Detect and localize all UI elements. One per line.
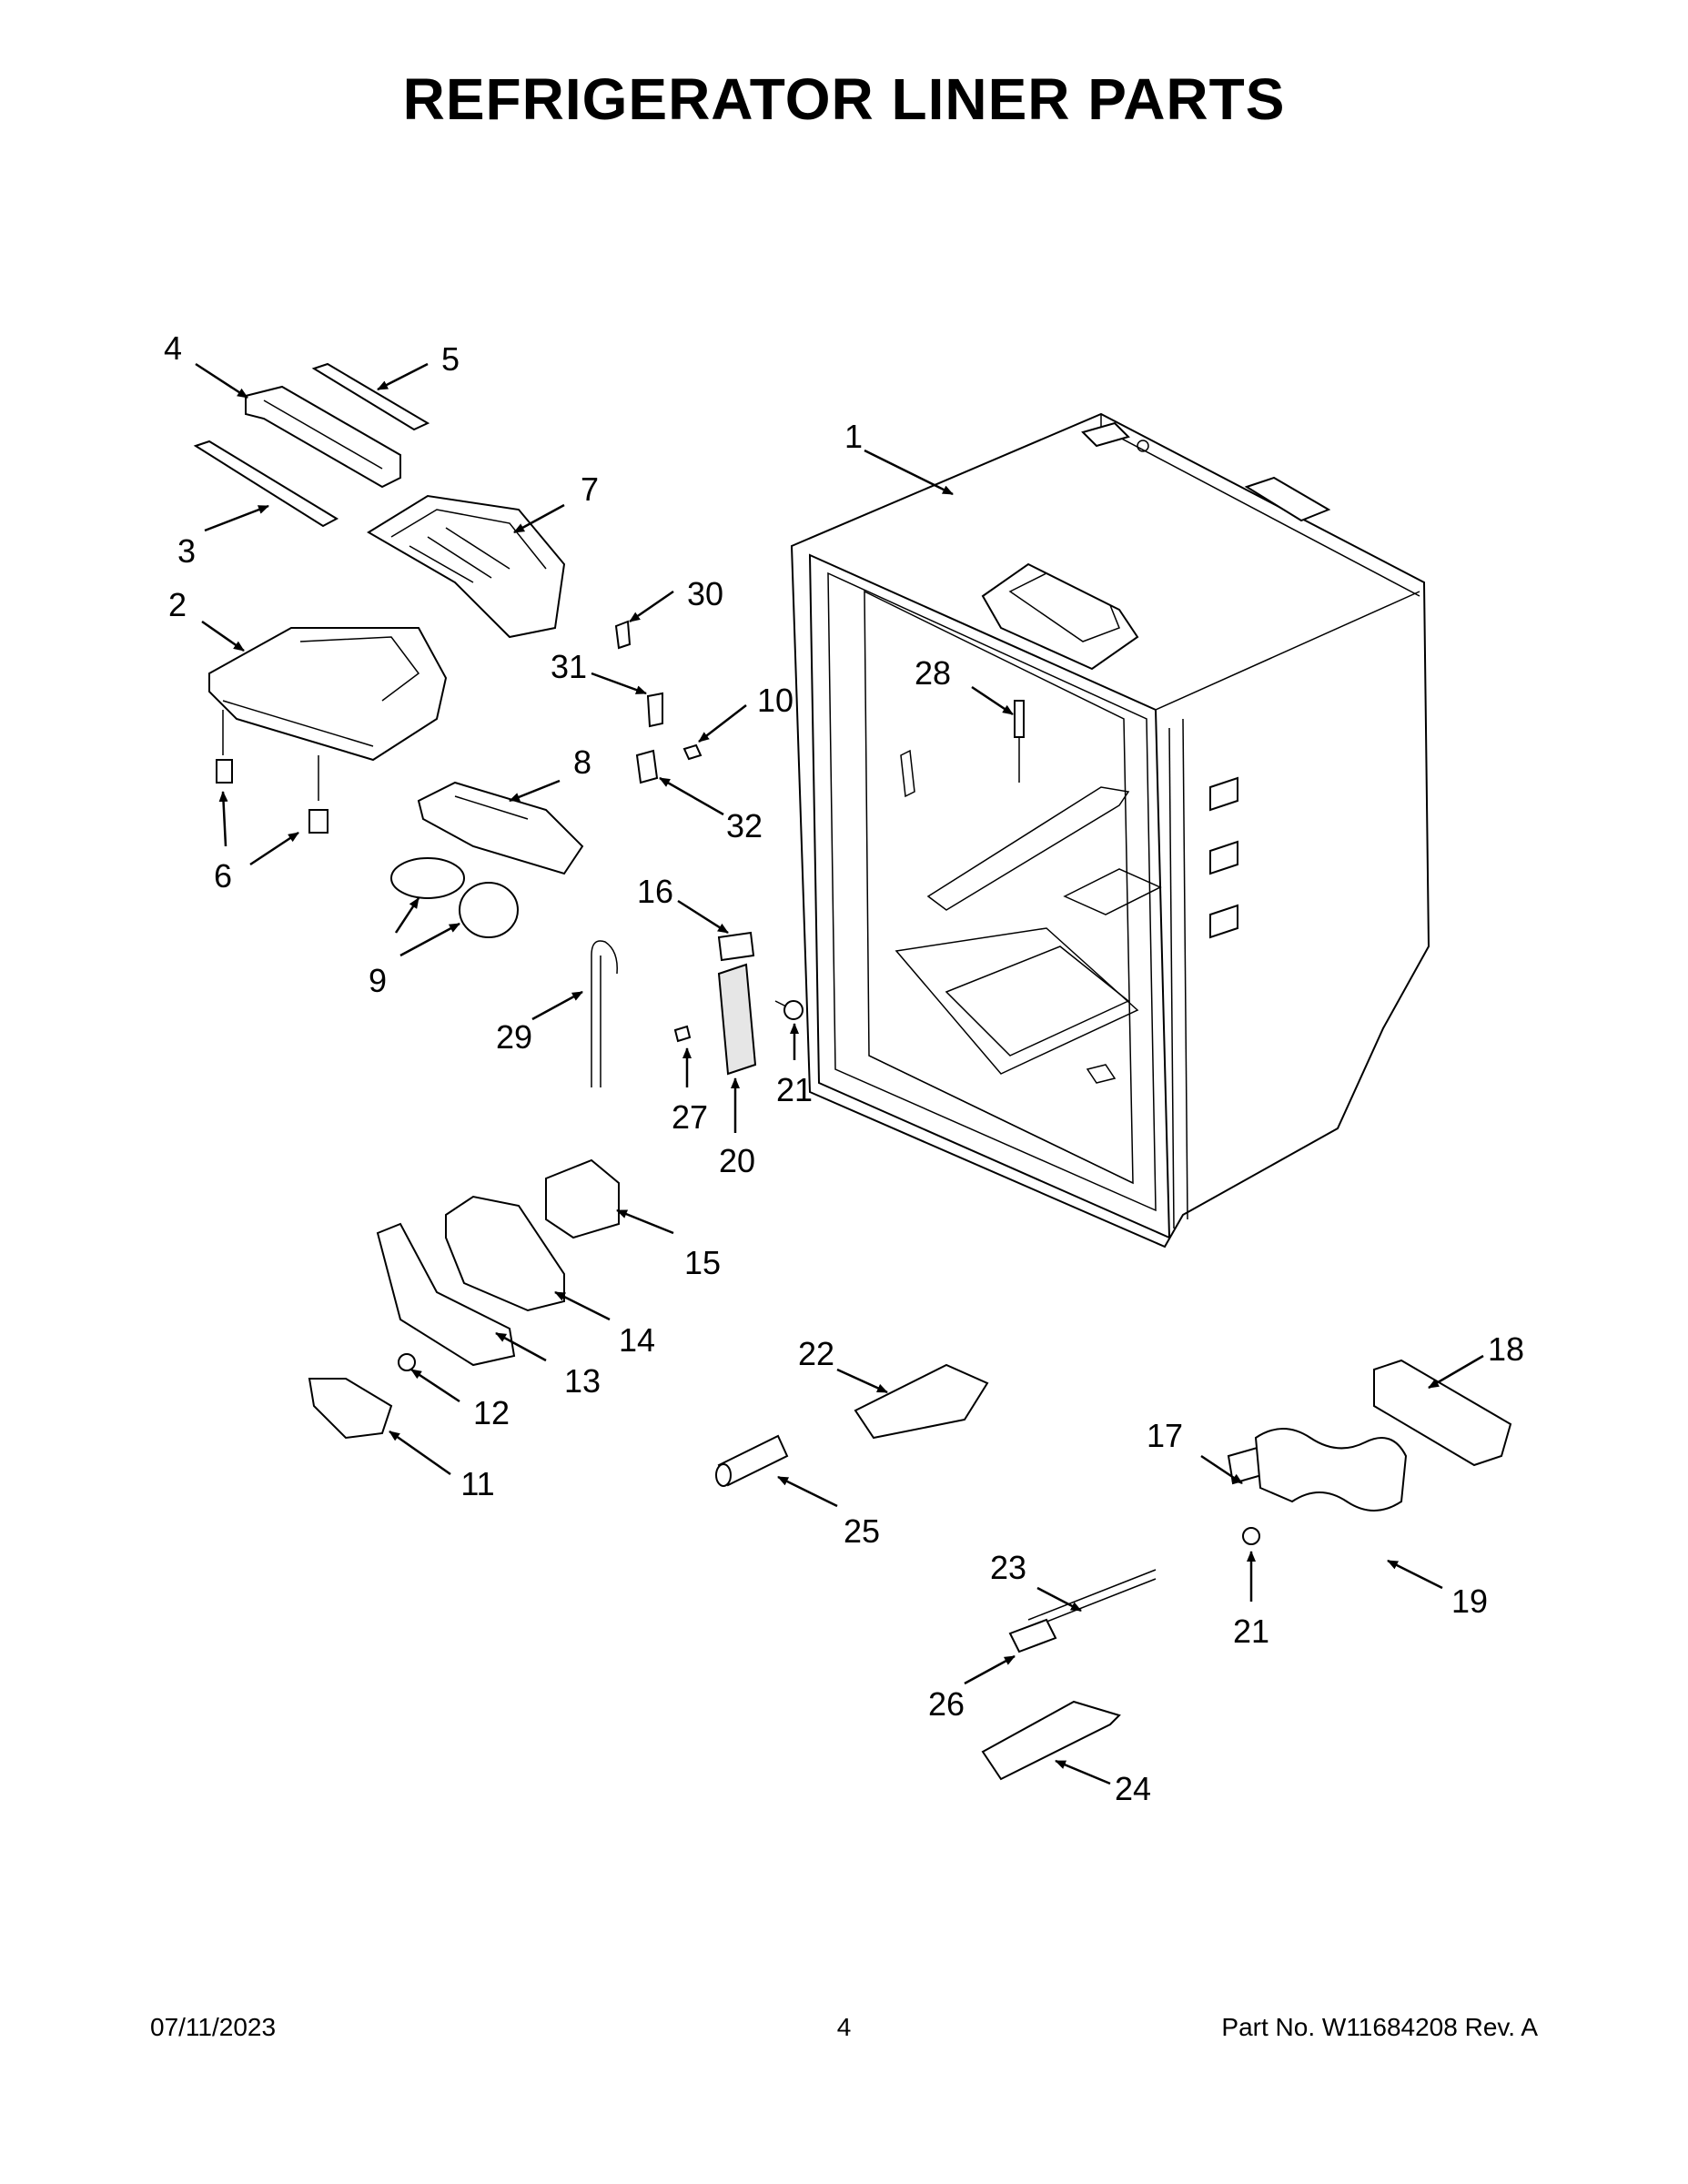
- screw-part-21a: [774, 1000, 804, 1020]
- callout-21a: 21: [776, 1071, 813, 1108]
- valve-part-15: [545, 1158, 620, 1239]
- callout-1: 1: [844, 418, 863, 455]
- screw-part-12: [398, 1353, 416, 1371]
- strip-part-3: [193, 440, 339, 528]
- clip-part-6: [216, 710, 329, 834]
- mount-part-18: [1373, 1359, 1512, 1467]
- tube-part-23: [1027, 1569, 1157, 1630]
- fitting-part-26: [1008, 1618, 1057, 1653]
- strip-part-5: [311, 362, 430, 431]
- page-title: REFRIGERATOR LINER PARTS: [402, 66, 1286, 132]
- cover-part-11: [308, 1378, 393, 1440]
- housing-part-4: [245, 385, 401, 489]
- callout-labels: 4 5 3 1 7 2 6 30 31 10 32 28 8 9 29 16 2…: [164, 329, 1524, 1807]
- bracket-part-30: [614, 620, 632, 650]
- bracket-part-31: [646, 692, 663, 728]
- callout-26: 26: [928, 1685, 965, 1723]
- leader-arrows: [195, 362, 1484, 1785]
- callout-24: 24: [1115, 1770, 1151, 1807]
- callout-12: 12: [473, 1394, 510, 1431]
- cover-part-8: [417, 781, 584, 875]
- bracket-part-22: [854, 1363, 989, 1440]
- callout-20: 20: [719, 1142, 755, 1179]
- callout-29: 29: [496, 1018, 532, 1056]
- knob-part-9: [390, 857, 519, 938]
- screw-part-21b: [1242, 1527, 1260, 1545]
- callout-27: 27: [672, 1098, 708, 1136]
- clip-part-27: [673, 1025, 692, 1043]
- bracket-part-16: [717, 931, 755, 962]
- callout-8: 8: [573, 743, 591, 781]
- callout-16: 16: [637, 873, 673, 910]
- callout-32: 32: [726, 807, 763, 844]
- callout-31: 31: [551, 648, 587, 685]
- callout-15: 15: [684, 1244, 721, 1281]
- callout-28: 28: [915, 654, 951, 692]
- callout-3: 3: [177, 532, 196, 570]
- callout-13: 13: [564, 1362, 601, 1400]
- nut-part-10: [682, 743, 702, 761]
- callout-23: 23: [990, 1549, 1026, 1586]
- liner-part: [790, 412, 1430, 1249]
- callout-17: 17: [1147, 1417, 1183, 1454]
- footer-part-number: Part No. W11684208 Rev. A: [1221, 2013, 1538, 2041]
- callout-30: 30: [687, 575, 723, 612]
- callout-22: 22: [798, 1335, 834, 1372]
- filter-part-25: [715, 1434, 789, 1487]
- callout-10: 10: [757, 682, 793, 719]
- callout-18: 18: [1488, 1330, 1524, 1368]
- callout-2: 2: [168, 586, 187, 623]
- callout-4: 4: [164, 329, 182, 367]
- callout-25: 25: [844, 1512, 880, 1550]
- callout-19: 19: [1451, 1582, 1488, 1620]
- callout-14: 14: [619, 1321, 655, 1359]
- callout-21b: 21: [1233, 1613, 1269, 1650]
- bracket-part-32: [635, 749, 659, 784]
- callout-9: 9: [369, 962, 387, 999]
- tray-part-2: [208, 627, 448, 762]
- callout-11: 11: [460, 1465, 494, 1502]
- heater-part-19: [1254, 1428, 1408, 1512]
- callout-6: 6: [214, 857, 232, 895]
- probe-part-28: [1014, 700, 1025, 783]
- bracket-part-24: [981, 1700, 1121, 1781]
- lever-part-20: [717, 963, 757, 1076]
- footer-page-number: 4: [836, 2013, 852, 2041]
- duct-part-7: [367, 494, 566, 639]
- callout-5: 5: [441, 340, 460, 378]
- tube-part-29: [591, 940, 618, 1087]
- callout-7: 7: [581, 470, 599, 508]
- housing-part-14: [445, 1195, 565, 1312]
- footer-date: 07/11/2023: [150, 2013, 277, 2041]
